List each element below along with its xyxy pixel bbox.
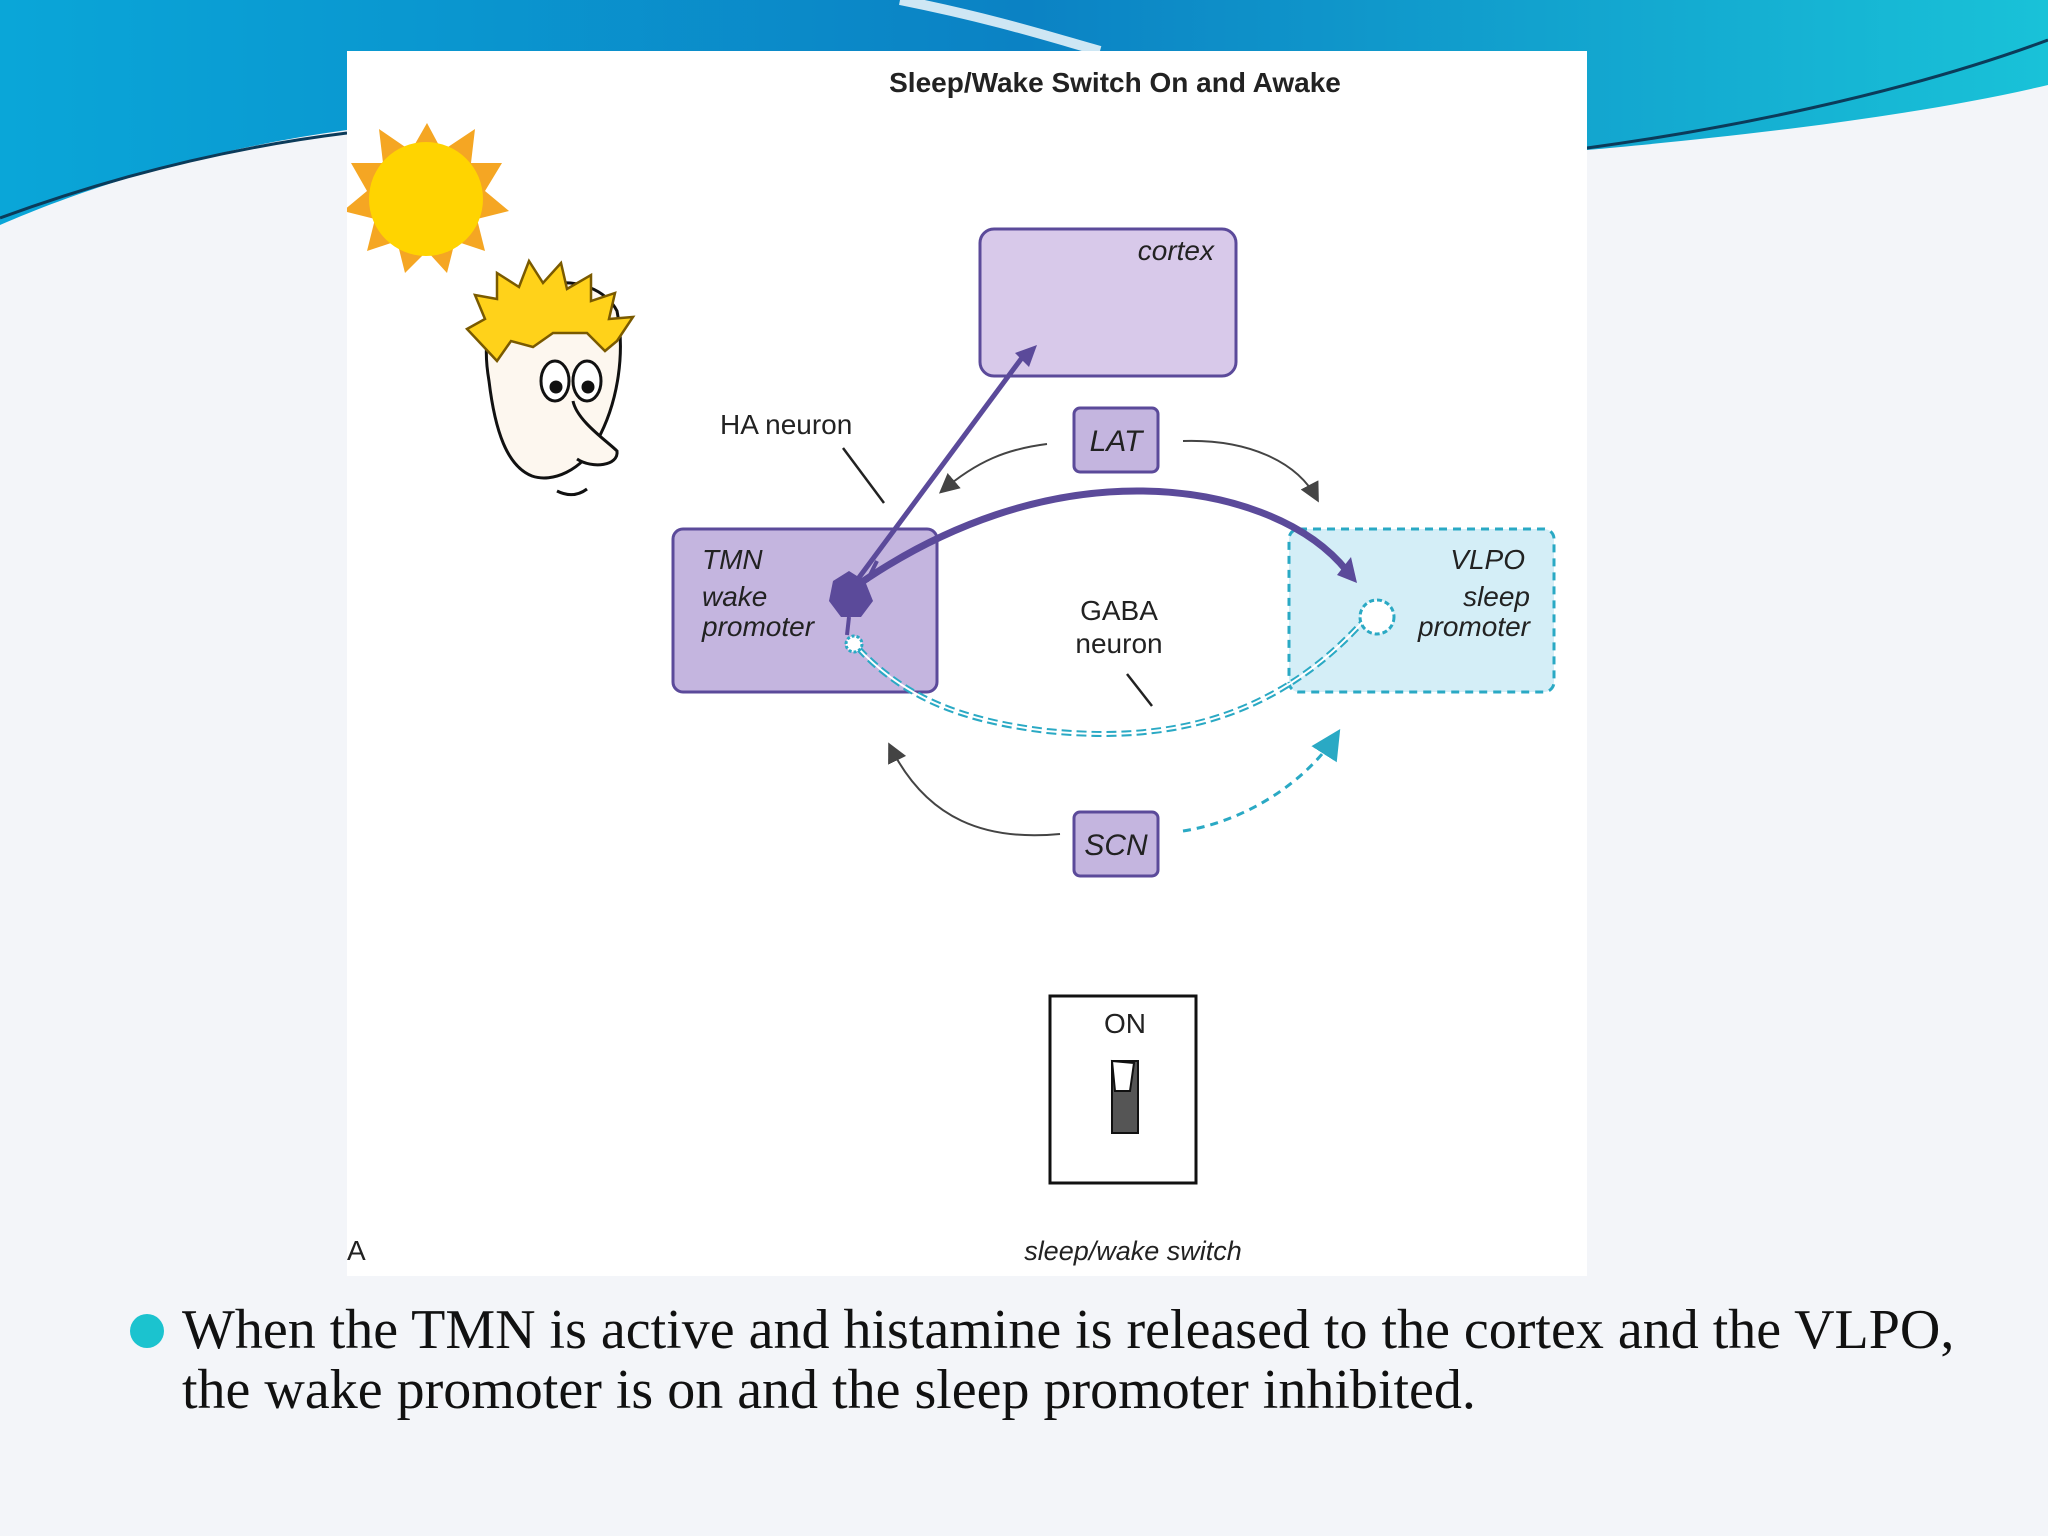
switch-caption: sleep/wake switch bbox=[1024, 1236, 1242, 1266]
vlpo-label-line3: promoter bbox=[1417, 611, 1532, 642]
figure-panel: Sleep/Wake Switch On and Awake cortex LA… bbox=[347, 51, 1587, 1276]
face-icon bbox=[464, 258, 636, 497]
tmn-label-line2: wake bbox=[702, 581, 767, 612]
lat-to-tmn-arrow bbox=[938, 443, 1048, 494]
caption-bullet: When the TMN is active and histamine is … bbox=[130, 1300, 2010, 1420]
scn-to-vlpo-arrow bbox=[1182, 728, 1341, 833]
scn-label: SCN bbox=[1084, 829, 1148, 862]
cortex-terminal bbox=[1015, 345, 1037, 367]
lat-box bbox=[1072, 406, 1160, 474]
cortex-box bbox=[978, 227, 1238, 378]
gaba-label-line1: GABA bbox=[1080, 595, 1158, 626]
tmn-label-line3: promoter bbox=[701, 611, 816, 642]
figure-title: Sleep/Wake Switch On and Awake bbox=[889, 67, 1341, 98]
gaba-neuron-pointer bbox=[1126, 673, 1153, 707]
tmn-to-vlpo-axon bbox=[846, 487, 1350, 594]
vlpo-box bbox=[1287, 527, 1556, 694]
ha-neuron-cell-body bbox=[829, 560, 879, 636]
bullet-dot-icon bbox=[130, 1314, 164, 1348]
caption-text: When the TMN is active and histamine is … bbox=[182, 1299, 1955, 1421]
gaba-terminal bbox=[844, 634, 864, 654]
panel-label: A bbox=[347, 1235, 366, 1266]
vlpo-to-tmn-gaba-axon-inner bbox=[856, 616, 1368, 735]
ha-neuron-pointer bbox=[841, 447, 886, 504]
light-switch-icon bbox=[1048, 994, 1198, 1185]
vlpo-terminal bbox=[1337, 557, 1357, 583]
vlpo-label-line1: VLPO bbox=[1450, 544, 1525, 575]
tmn-label-line1: TMN bbox=[702, 544, 763, 575]
sun-icon bbox=[347, 123, 509, 273]
scn-to-tmn-arrow bbox=[888, 742, 1061, 837]
switch-state-label: ON bbox=[1104, 1008, 1146, 1039]
sleep-wake-diagram: Sleep/Wake Switch On and Awake cortex LA… bbox=[347, 67, 1556, 1266]
cortex-label: cortex bbox=[1138, 235, 1215, 266]
tmn-to-cortex-axon bbox=[846, 349, 1030, 593]
lat-to-vlpo-arrow bbox=[1182, 439, 1319, 503]
gaba-cell-body bbox=[1358, 598, 1396, 636]
vlpo-label-line2: sleep bbox=[1463, 581, 1530, 612]
lat-label: LAT bbox=[1090, 425, 1145, 458]
scn-box bbox=[1072, 810, 1160, 878]
gaba-label-line2: neuron bbox=[1075, 628, 1162, 659]
ha-neuron-label: HA neuron bbox=[720, 409, 852, 440]
